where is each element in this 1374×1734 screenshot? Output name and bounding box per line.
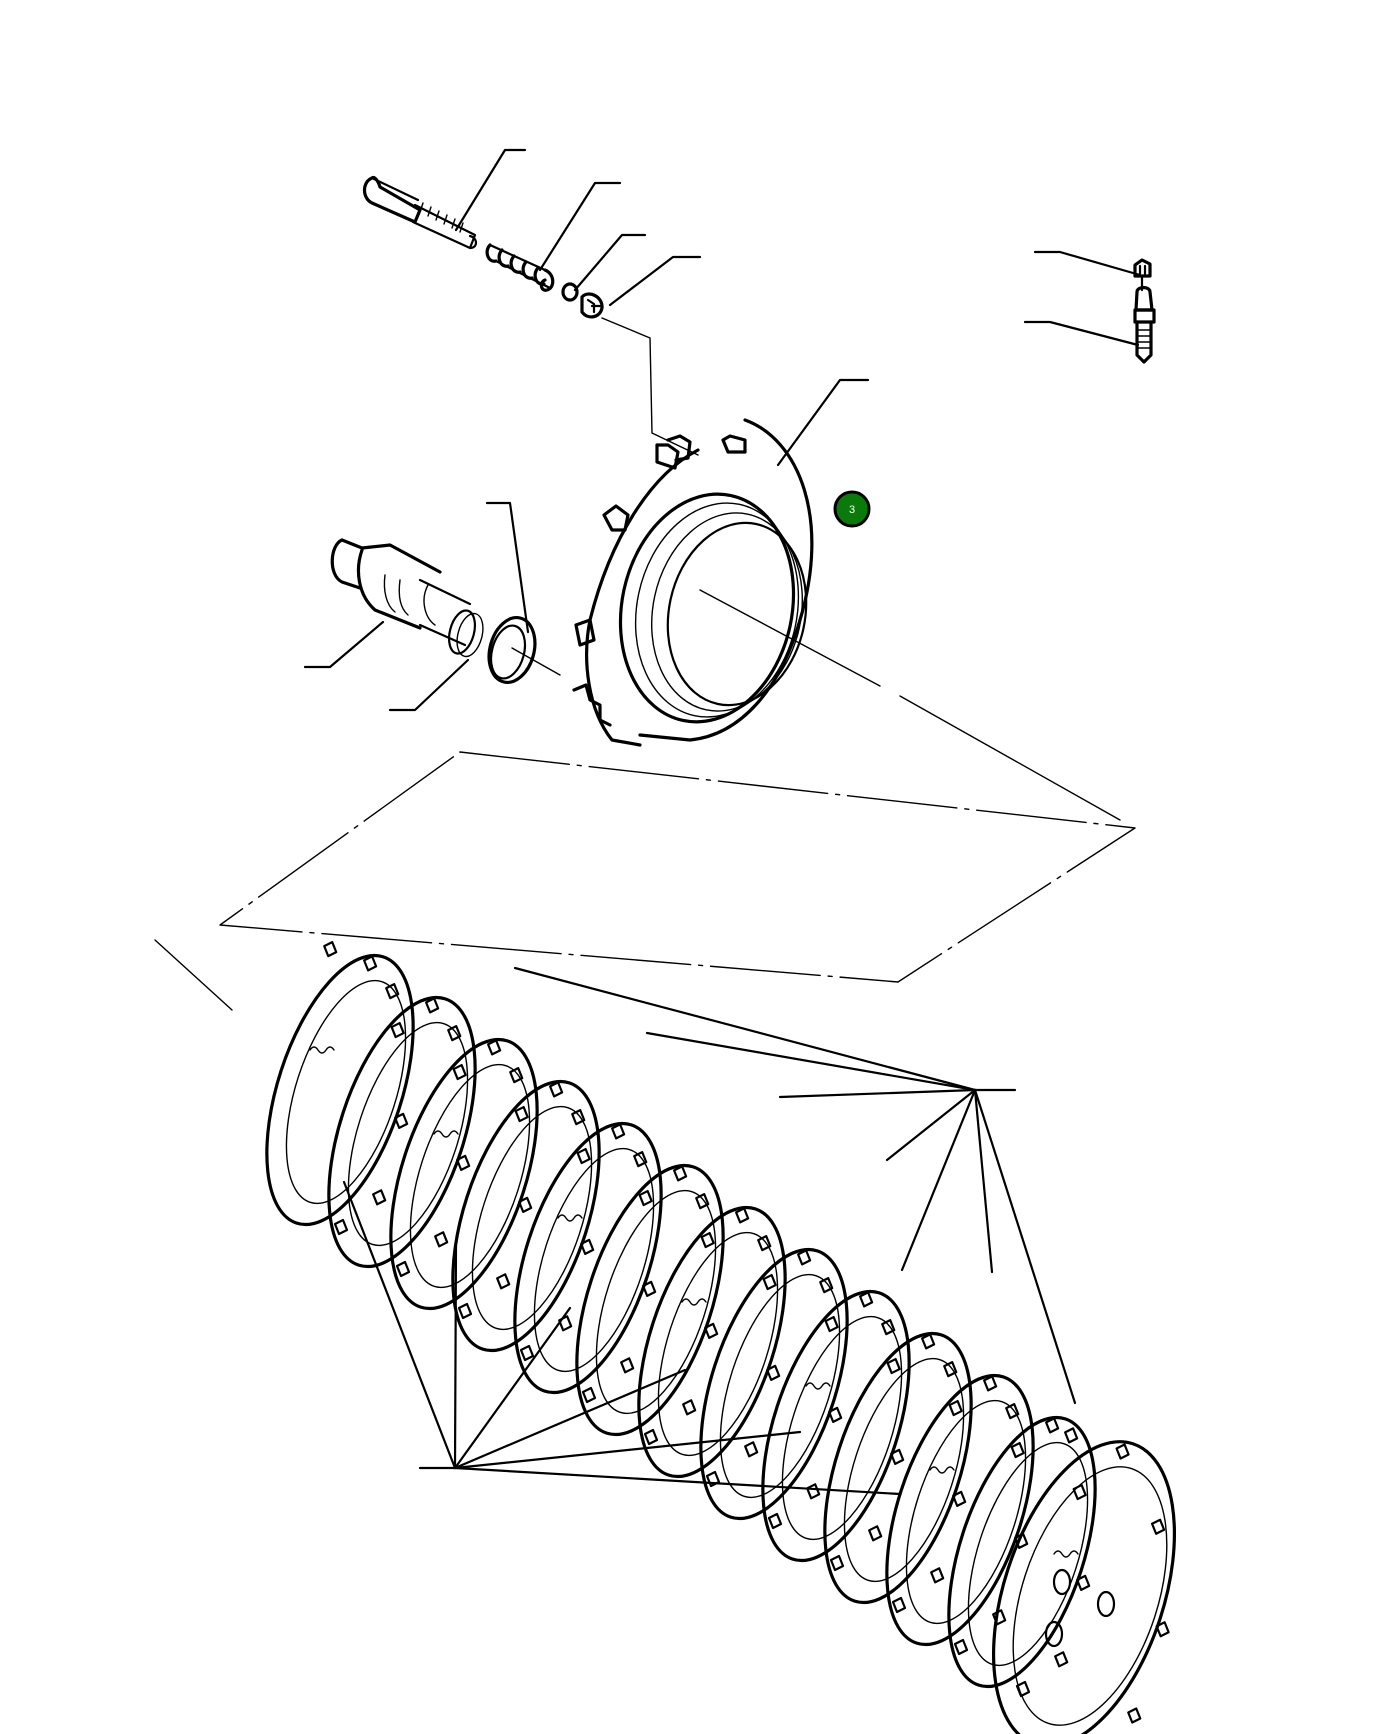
friction-disc <box>637 1193 787 1488</box>
friction-disc <box>389 1025 539 1320</box>
marker-circle-icon <box>833 490 871 528</box>
friction-disc <box>761 1277 911 1572</box>
hub-plate-part[interactable] <box>572 418 823 747</box>
hotspot-marker-3[interactable]: 3 <box>833 490 871 528</box>
steel-plate <box>947 1403 1097 1698</box>
friction-disc <box>885 1361 1035 1656</box>
steel-plate <box>575 1151 725 1446</box>
callout-seal-ring <box>485 501 530 634</box>
callout-hub-plate <box>776 378 870 467</box>
marker-label: 3 <box>849 504 855 516</box>
clutch-disc-pack[interactable] <box>238 938 1209 1734</box>
shaft-part[interactable] <box>330 538 472 647</box>
nut-part[interactable] <box>580 292 604 319</box>
steel-plate <box>327 983 477 1278</box>
seal-ring-part[interactable] <box>482 612 542 687</box>
steel-plate <box>699 1235 849 1530</box>
callout-stud <box>1023 320 1140 347</box>
assembly-envelope <box>219 751 1136 983</box>
callout-spring <box>538 181 622 272</box>
callout-pin-shaft <box>454 148 527 232</box>
callout-washer <box>573 233 647 292</box>
washer-part[interactable] <box>561 282 579 302</box>
fan-leader-lines <box>342 966 1077 1496</box>
callout-nut <box>608 255 702 307</box>
nut-to-plate-connector <box>601 317 699 456</box>
pin-shaft-part[interactable] <box>362 175 478 250</box>
steel-plate <box>451 1067 601 1362</box>
callout-piston <box>388 658 470 712</box>
callout-leaders <box>303 148 1142 712</box>
friction-disc <box>265 941 415 1236</box>
steel-plate <box>823 1319 973 1614</box>
seal-axis-line <box>511 647 561 676</box>
friction-disc <box>513 1109 663 1404</box>
friction-disc <box>991 1427 1177 1734</box>
hub-axis-line <box>699 589 1121 821</box>
spring-part[interactable] <box>485 243 555 292</box>
callout-nut-fitting <box>1033 250 1142 277</box>
piston-part[interactable] <box>445 608 488 660</box>
envelope-extension <box>154 939 233 1011</box>
callout-shaft <box>303 620 385 669</box>
stud-part[interactable] <box>1133 285 1156 364</box>
